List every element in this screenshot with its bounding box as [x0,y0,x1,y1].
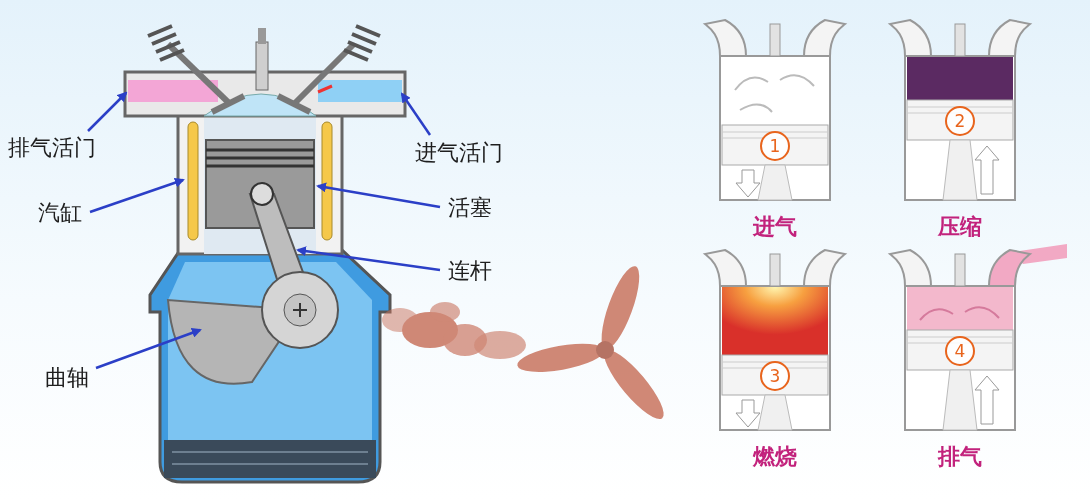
smoke-and-fan [382,262,671,426]
part-label: 曲轴 [45,365,89,390]
intake-stroke-figure [705,20,845,200]
stroke-caption: 排气 [895,442,1025,472]
part-label: 进气活门 [415,140,503,165]
stroke-panel: 4排气 [895,250,1025,430]
part-label: 连杆 [448,258,492,283]
callout-number: 3 [760,361,790,391]
stroke-caption: 压缩 [895,212,1025,242]
combustion-stroke-figure [705,250,845,430]
compression-stroke-figure [890,20,1030,200]
stroke-caption: 燃烧 [710,442,840,472]
callout-number: 4 [945,336,975,366]
callout-number: 1 [760,131,790,161]
stroke-panel: 3燃烧 [710,250,840,430]
stroke-panel: 1进气 [710,20,840,200]
leader-lines [88,93,440,368]
part-label: 活塞 [448,195,492,220]
stroke-panel: 2压缩 [895,20,1025,200]
exhaust-stroke-figure [890,244,1067,430]
engine-figure [125,26,405,482]
callout-number: 2 [945,106,975,136]
part-label: 排气活门 [8,135,96,160]
stroke-caption: 进气 [710,212,840,242]
part-label: 汽缸 [38,200,82,225]
